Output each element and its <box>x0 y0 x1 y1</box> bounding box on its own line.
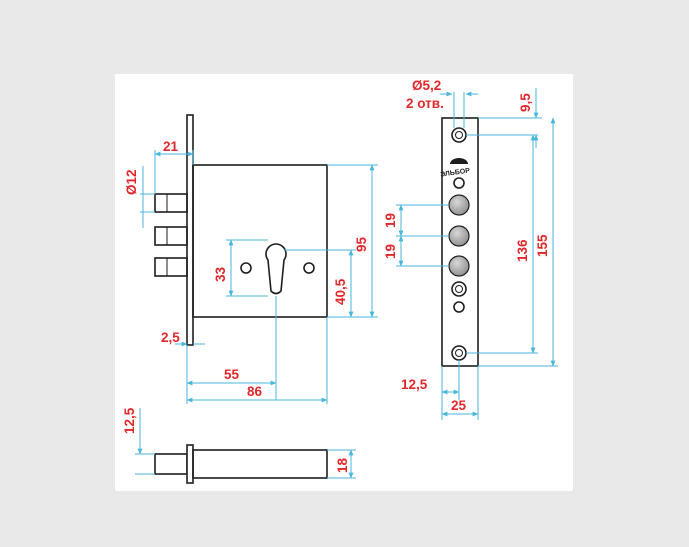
bolt-hole-3 <box>448 255 470 277</box>
lock-body-side-view <box>154 114 328 346</box>
faceplate-lower-small-hole <box>453 301 465 313</box>
dim-hole-spacing: 136 <box>515 239 530 262</box>
bolt-detail-faceplate <box>186 444 194 484</box>
lock-case <box>192 164 328 318</box>
side-view-dimensions: 21 Ø12 33 40,5 95 2,5 55 86 <box>124 139 378 404</box>
dim-faceplate-thickness: 2,5 <box>161 330 180 345</box>
dim-case-height: 95 <box>354 236 369 252</box>
dim-cylinder-height: 33 <box>213 266 228 282</box>
bolt-hole-2 <box>448 225 470 247</box>
bolt-top <box>154 193 188 213</box>
front-view-dimensions: Ø5,2 2 отв. 9,5 136 155 19 19 12,5 25 <box>383 78 558 420</box>
bolt-detail-dimensions: 12,5 18 <box>122 407 356 479</box>
latch-hole <box>451 281 467 297</box>
faceplate-small-hole <box>453 177 465 189</box>
dim-bolt-spacing-top: 19 <box>383 213 398 228</box>
dim-screw-hole-count: 2 отв. <box>406 96 444 111</box>
bolt-bottom <box>154 257 188 277</box>
dim-hole-center-offset: 12,5 <box>401 377 428 392</box>
dim-screw-hole-diameter: Ø5,2 <box>412 78 441 93</box>
dim-faceplate-width: 25 <box>451 398 467 413</box>
bolt-detail-tip <box>154 453 188 475</box>
bolt-detail-view <box>154 444 328 484</box>
case-screw-hole-left <box>240 262 252 274</box>
dim-bolt-spacing-bottom: 19 <box>383 244 398 259</box>
dim-cylinder-to-center: 40,5 <box>333 278 348 305</box>
brand-logo-icon <box>450 158 468 164</box>
cylinder-keyhole <box>265 243 287 295</box>
bolt-middle <box>154 226 188 246</box>
faceplate-side <box>186 114 194 346</box>
faceplate-front-view: ЭЛЬБОР <box>440 117 479 367</box>
bolt-detail-body <box>192 449 328 479</box>
dim-bolt-diameter: Ø12 <box>124 169 139 195</box>
bolt-hole-1 <box>448 194 470 216</box>
dim-hole-offset-top: 9,5 <box>518 93 533 112</box>
dim-faceplate-length: 155 <box>535 234 550 257</box>
dim-bolt-height-side: 18 <box>335 457 350 473</box>
dim-case-depth: 86 <box>247 384 263 399</box>
case-screw-hole-right <box>303 262 315 274</box>
dim-bolt-diameter-side: 12,5 <box>122 407 137 434</box>
brand-label: ЭЛЬБОР <box>440 167 471 178</box>
dim-bolt-offset: 21 <box>163 139 179 154</box>
dim-backset: 55 <box>224 367 240 382</box>
